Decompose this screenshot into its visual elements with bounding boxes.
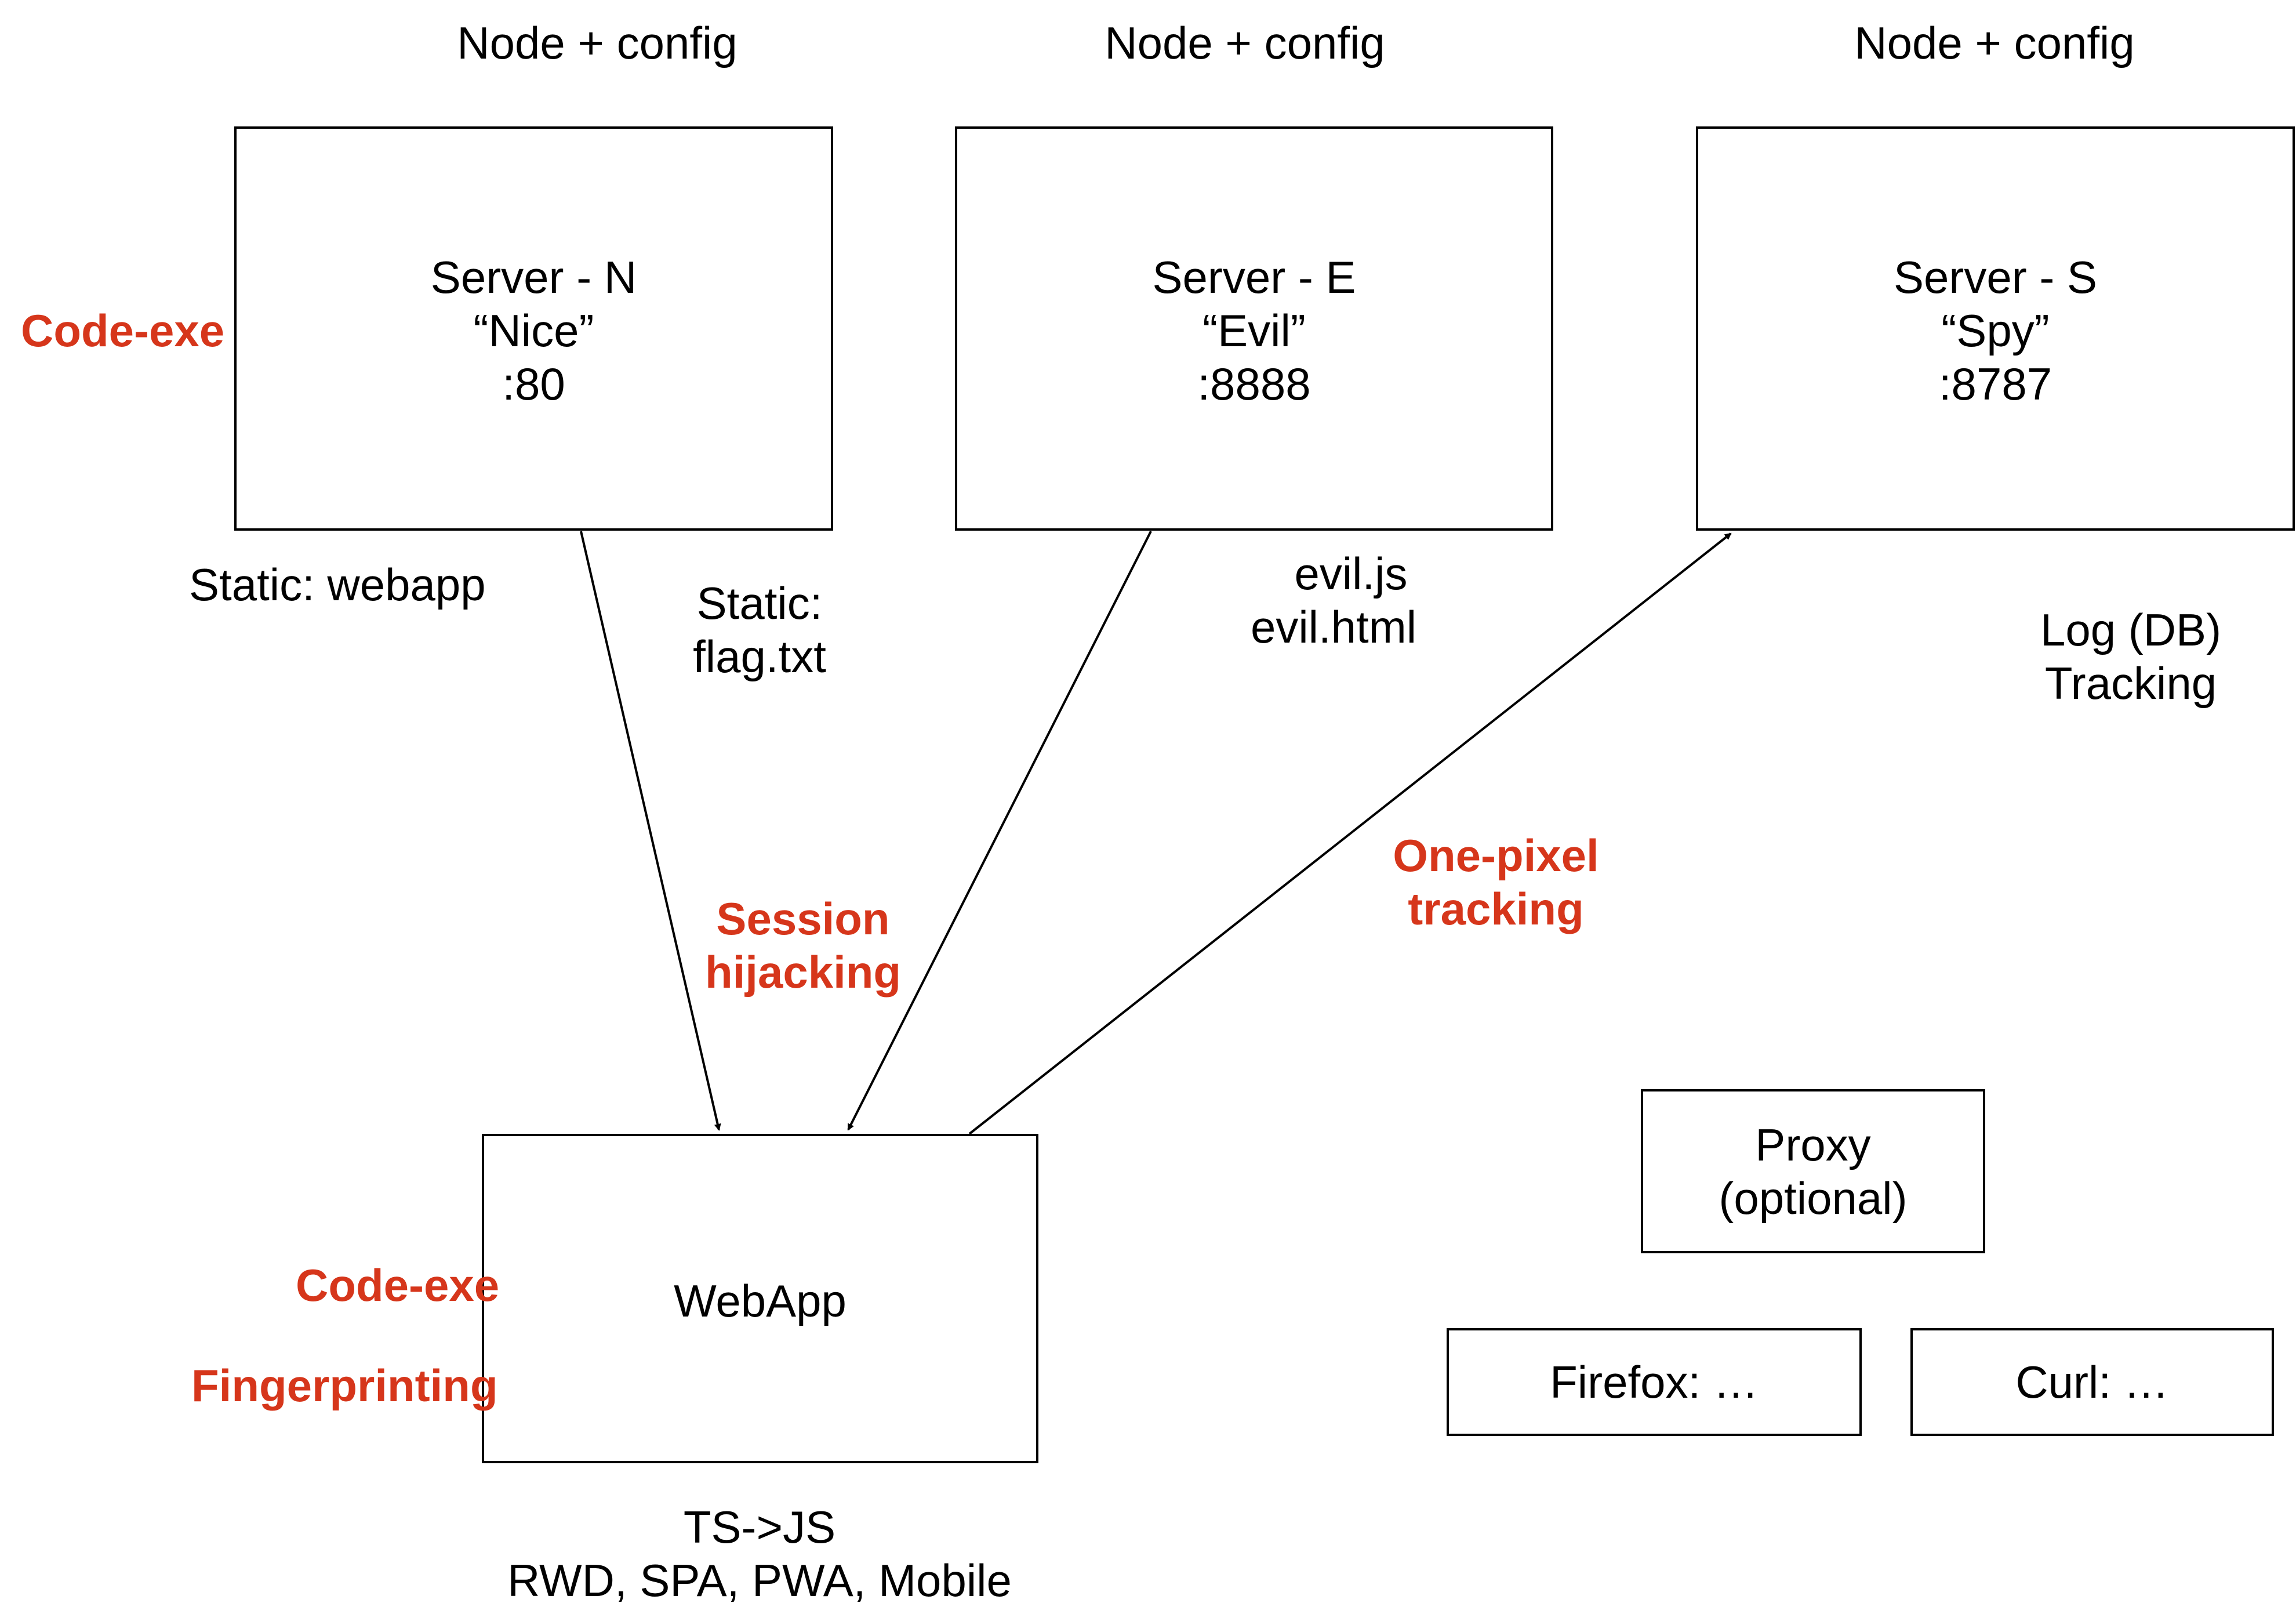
proxy-optional-label: (optional) bbox=[1719, 1173, 1908, 1224]
server-nice-nick: “Nice” bbox=[473, 305, 594, 356]
static-flag-line2: flag.txt bbox=[693, 631, 826, 682]
firefox-label: Firefox: … bbox=[1550, 1357, 1759, 1408]
curl-label: Curl: … bbox=[2015, 1357, 2169, 1408]
server-spy-port: :8787 bbox=[1938, 358, 2052, 409]
server-n-caption: Node + config bbox=[457, 17, 738, 68]
server-evil-box: Server - E “Evil” :8888 bbox=[955, 126, 1553, 531]
evil-js-file: evil.js bbox=[1294, 548, 1408, 599]
static-flag-note: Static: flag.txt bbox=[644, 576, 875, 683]
server-evil-name: Server - E bbox=[1152, 252, 1356, 303]
static-flag-line1: Static: bbox=[696, 578, 823, 629]
server-spy-nick: “Spy” bbox=[1941, 305, 2050, 356]
arrow-nice-to-webapp bbox=[580, 531, 721, 1131]
curl-box: Curl: … bbox=[1910, 1328, 2274, 1436]
session-hijacking-label: Session hijacking bbox=[658, 892, 948, 999]
one-pixel-line: One-pixel bbox=[1393, 830, 1599, 881]
webapp-box: WebApp bbox=[482, 1134, 1038, 1463]
proxy-label: Proxy bbox=[1755, 1119, 1871, 1170]
log-tracking-note: Log (DB) Tracking bbox=[1989, 603, 2273, 710]
server-s-caption: Node + config bbox=[1854, 17, 2135, 68]
rwd-spa-line: RWD, SPA, PWA, Mobile bbox=[507, 1555, 1012, 1606]
proxy-box: Proxy (optional) bbox=[1641, 1089, 1985, 1253]
session-line: Session bbox=[716, 893, 890, 944]
server-spy-box: Server - S “Spy” :8787 bbox=[1696, 126, 2295, 531]
server-nice-port: :80 bbox=[502, 358, 565, 409]
server-nice-box: Server - N “Nice” :80 bbox=[234, 126, 833, 531]
server-e-caption: Node + config bbox=[1105, 17, 1385, 68]
evil-files-note: evil.js evil.html bbox=[1183, 547, 1484, 654]
evil-html-file: evil.html bbox=[1250, 601, 1417, 652]
firefox-box: Firefox: … bbox=[1447, 1328, 1862, 1436]
static-webapp-note: Static: webapp bbox=[189, 559, 486, 610]
webapp-label: WebApp bbox=[674, 1275, 847, 1326]
server-evil-nick: “Evil” bbox=[1203, 305, 1306, 356]
code-exe-webapp-label: Code-exe bbox=[296, 1260, 500, 1311]
webapp-stack-note: TS->JS RWD, SPA, PWA, Mobile bbox=[470, 1500, 1049, 1607]
server-nice-name: Server - N bbox=[430, 252, 637, 303]
arrow-evil-to-webapp bbox=[847, 531, 1152, 1131]
arrow-webapp-to-spy bbox=[968, 532, 1732, 1135]
fingerprinting-label: Fingerprinting bbox=[191, 1360, 498, 1411]
hijacking-line: hijacking bbox=[704, 947, 902, 998]
code-exe-server-label: Code-exe bbox=[21, 305, 225, 356]
tracking-attack-line: tracking bbox=[1408, 883, 1584, 934]
log-db-line: Log (DB) bbox=[2040, 604, 2222, 655]
one-pixel-tracking-label: One-pixel tracking bbox=[1351, 829, 1641, 935]
ts-js-line: TS->JS bbox=[683, 1502, 836, 1553]
server-evil-port: :8888 bbox=[1197, 358, 1311, 409]
server-spy-name: Server - S bbox=[1893, 252, 2098, 303]
tracking-line: Tracking bbox=[2044, 658, 2217, 709]
